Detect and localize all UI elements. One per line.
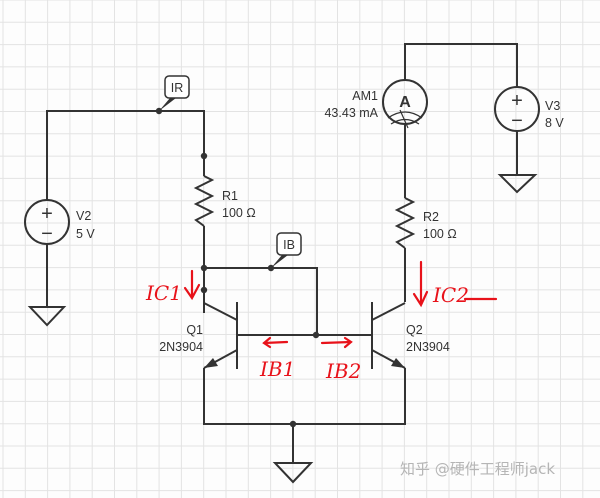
wire-am1-v3 (404, 43, 518, 87)
minus-sign: − (41, 223, 53, 245)
probe-tag (164, 75, 190, 99)
ground-icon (27, 306, 67, 327)
annotation-ib1: IB1 (259, 336, 295, 381)
ammeter-am1[interactable]: A AM1 43.43 mA (324, 79, 428, 129)
collector (371, 302, 406, 321)
transistor-q1[interactable]: Q1 2N3904 (159, 302, 238, 369)
resistor-r1[interactable]: R1 100 Ω (193, 175, 256, 227)
probe-ib-label: IB (283, 238, 295, 252)
q2-name: Q2 (406, 323, 423, 337)
probe-pointer (271, 255, 288, 268)
q2-model: 2N3904 (406, 340, 450, 354)
probe-ib[interactable]: IB (271, 232, 302, 268)
probe-ir[interactable]: IR (159, 75, 190, 111)
ammeter-symbol: A (399, 94, 411, 111)
collector (203, 302, 238, 321)
resistor-r2[interactable]: R2 100 Ω (394, 197, 457, 249)
voltage-source-v2[interactable]: + − V2 5 V (24, 199, 95, 245)
ic1-label: IC1 (145, 281, 182, 305)
v3-name: V3 (545, 99, 560, 113)
plus-sign: + (511, 90, 523, 112)
transistor-q2[interactable]: Q2 2N3904 (371, 302, 450, 369)
ic2-label: IC2 (432, 283, 469, 307)
watermark: 知乎 @硬件工程师jack (400, 460, 555, 478)
emitter-arrow-icon (391, 358, 405, 368)
annotation-ic2: IC2 (412, 260, 498, 308)
resistor-icon (193, 175, 215, 227)
plus-sign: + (41, 203, 53, 225)
wire-v2-r1 (46, 110, 205, 200)
voltage-source-v3[interactable]: + − V3 8 V (494, 86, 564, 132)
v2-value: 5 V (76, 227, 95, 241)
resistor-icon (394, 197, 416, 249)
wire-emitters (203, 368, 406, 425)
arrow-down-icon (412, 260, 429, 308)
r2-name: R2 (423, 210, 439, 224)
r1-name: R1 (222, 189, 238, 203)
minus-sign: − (511, 110, 523, 132)
q1-model: 2N3904 (159, 340, 203, 354)
wires (46, 43, 518, 463)
wire-ib (204, 267, 318, 335)
voltage-source-icon (24, 199, 70, 245)
junction (200, 152, 208, 160)
ib1-label: IB1 (259, 357, 295, 381)
junction (200, 286, 208, 294)
r1-value: 100 Ω (222, 206, 256, 220)
probe-ir-label: IR (171, 81, 184, 95)
ib2-label: IB2 (325, 359, 361, 383)
arrow-down-icon (183, 269, 201, 301)
probe-pointer (159, 98, 176, 111)
ground-icon (497, 174, 538, 194)
meter-scale-icon (387, 109, 423, 129)
ground-icon (272, 462, 314, 484)
v3-value: 8 V (545, 116, 564, 130)
am1-value: 43.43 mA (324, 106, 378, 120)
arrow-left-icon (262, 336, 289, 349)
q1-name: Q1 (186, 323, 203, 337)
junction (312, 331, 320, 339)
probe-tag (276, 232, 302, 256)
v2-name: V2 (76, 209, 91, 223)
arrow-right-icon (320, 336, 353, 349)
emitter-arrow-icon (204, 358, 218, 368)
ammeter-icon (382, 79, 428, 125)
am1-name: AM1 (352, 89, 378, 103)
junction (289, 420, 297, 428)
r2-value: 100 Ω (423, 227, 457, 241)
voltage-source-icon (494, 86, 540, 132)
annotation-ib2: IB2 (320, 336, 361, 383)
junction (200, 264, 208, 272)
annotation-ic1: IC1 (145, 269, 201, 305)
